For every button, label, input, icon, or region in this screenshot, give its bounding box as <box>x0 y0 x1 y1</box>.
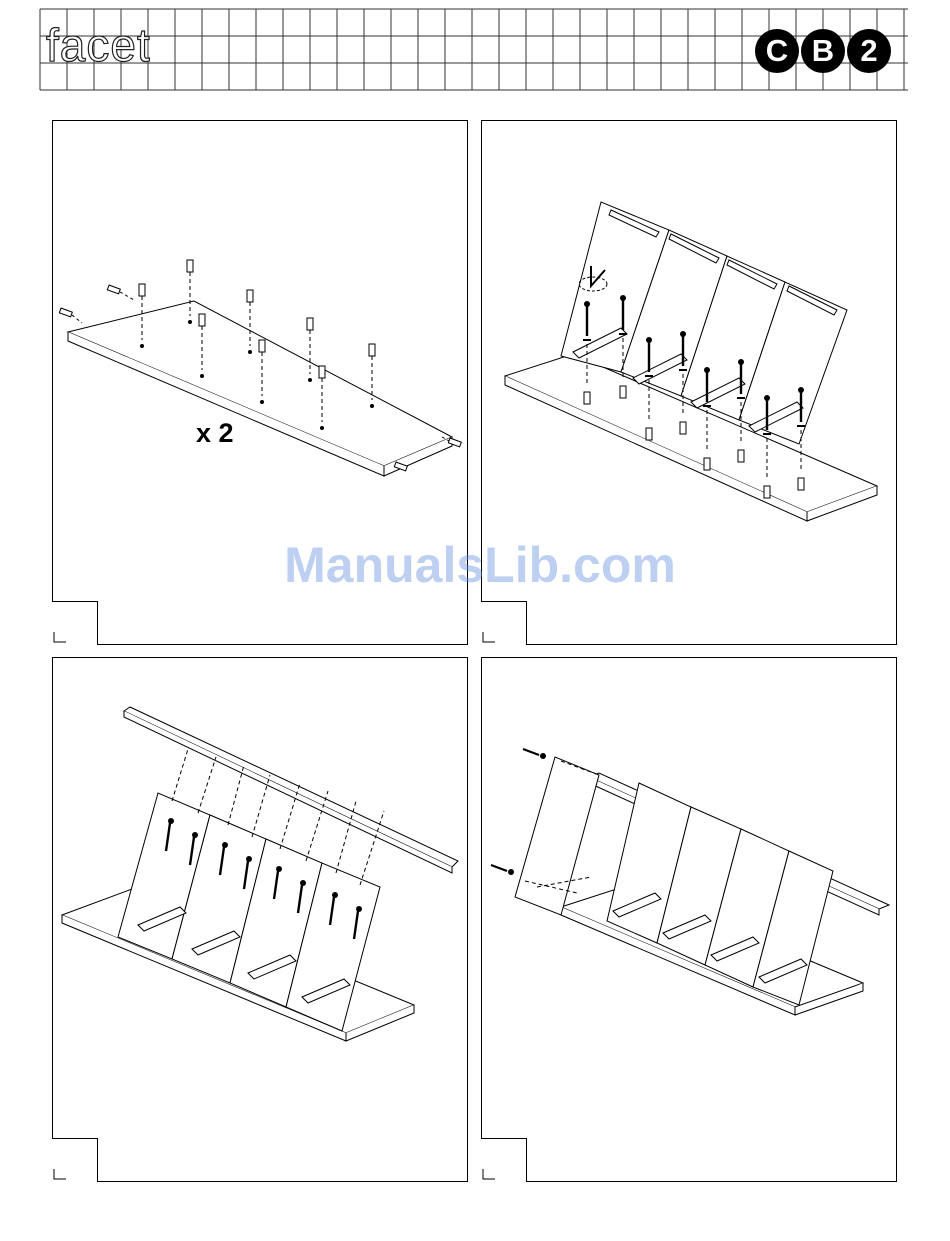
step-3-panel <box>52 657 468 1182</box>
step-4-illustration <box>481 657 897 1182</box>
logo-letter-2: 2 <box>847 29 891 73</box>
logo-letter-c: C <box>755 29 799 73</box>
step-3-illustration <box>52 657 468 1182</box>
step-4-panel <box>481 657 897 1182</box>
quantity-label: x 2 <box>196 418 234 449</box>
brand-wordmark: facet <box>46 22 151 68</box>
watermark-text: ManualsLib.com <box>0 536 950 594</box>
logo-letter-b: B <box>801 29 845 73</box>
cb2-logo: C B 2 <box>755 29 891 73</box>
